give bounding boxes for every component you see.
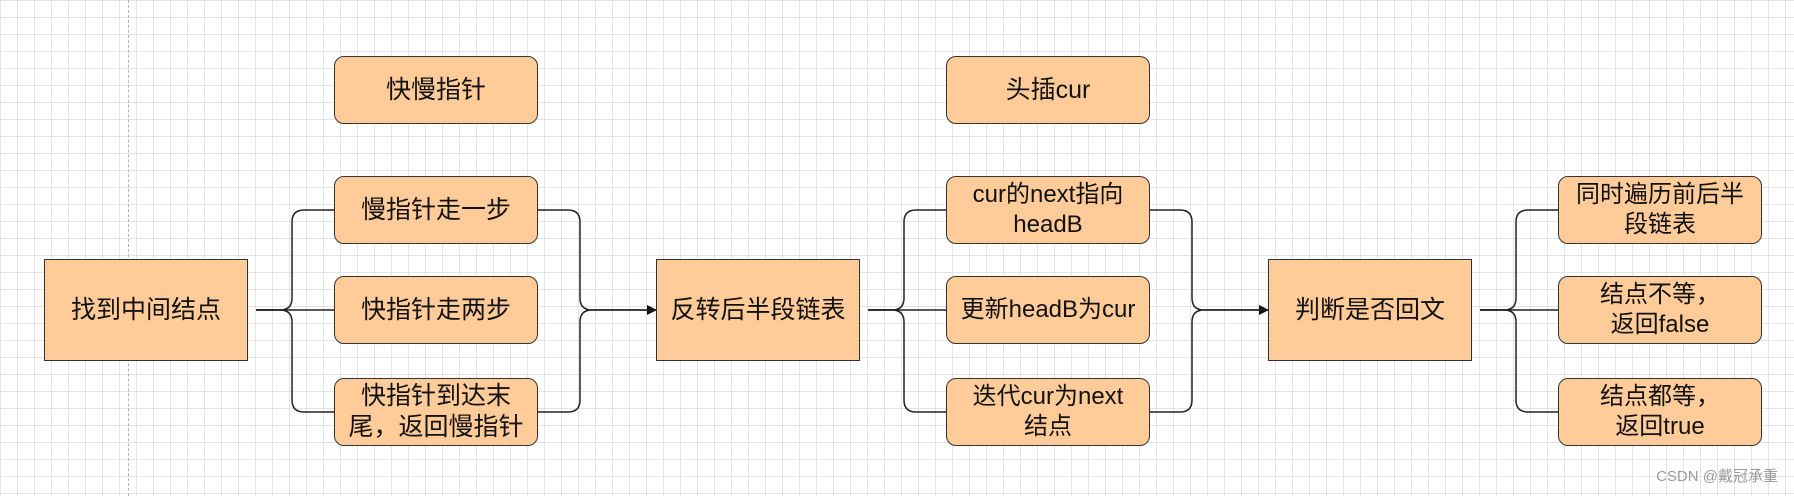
node-slow-one-step: 慢指针走一步 [334, 176, 538, 244]
node-reverse-second-half: 反转后半段链表 [656, 259, 860, 361]
node-cur-next-headb: cur的next指向 headB [946, 176, 1150, 244]
node-fast-slow-pointer: 快慢指针 [334, 56, 538, 124]
edge-iterate-to-palindrome [1150, 309, 1268, 413]
node-all-equal-true: 结点都等， 返回true [1558, 378, 1762, 446]
node-head-insert-cur: 头插cur [946, 56, 1150, 124]
node-not-equal-false: 结点不等， 返回false [1558, 276, 1762, 344]
node-fast-reaches-end: 快指针到达末 尾，返回慢指针 [334, 378, 538, 446]
node-find-middle: 找到中间结点 [44, 259, 248, 361]
edge-slow-one-to-reverse [538, 209, 657, 315]
edge-palindrome-to-all-equal [1480, 309, 1558, 413]
node-traverse-both-halves: 同时遍历前后半 段链表 [1558, 176, 1762, 244]
edge-palindrome-to-traverse [1480, 209, 1558, 311]
node-update-headb: 更新headB为cur [946, 276, 1150, 344]
dashed-guide-line [128, 0, 129, 496]
edge-find-to-fast-end [256, 309, 334, 413]
watermark: CSDN @戴冠承重 [1656, 468, 1778, 485]
node-iterate-cur: 迭代cur为next 结点 [946, 378, 1150, 446]
node-check-palindrome: 判断是否回文 [1268, 259, 1472, 361]
edge-fast-end-to-reverse [538, 309, 656, 413]
edge-reverse-to-cur-next [868, 209, 946, 311]
edge-cur-next-to-palindrome [1150, 209, 1269, 315]
edge-reverse-to-iterate [868, 309, 946, 413]
edge-find-to-slow-one [256, 209, 334, 311]
node-fast-two-steps: 快指针走两步 [334, 276, 538, 344]
